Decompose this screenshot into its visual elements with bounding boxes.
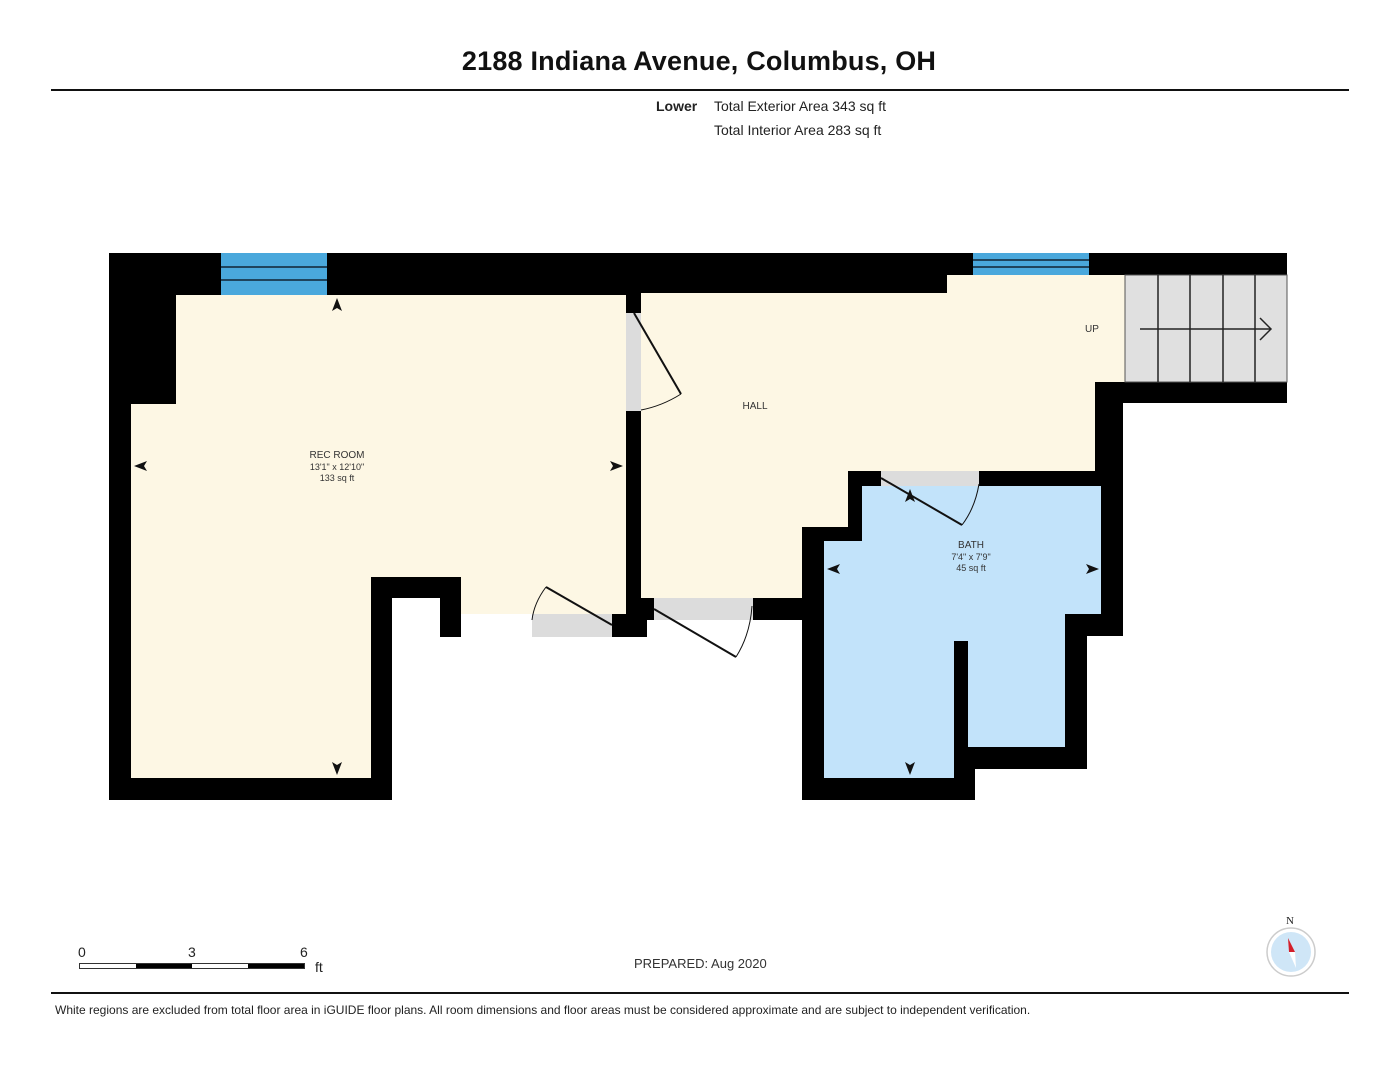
interior-area: Total Interior Area 283 sq ft [714, 122, 882, 138]
prepared-date: PREPARED: Aug 2020 [634, 956, 767, 971]
door-rec-exterior [531, 586, 613, 637]
rec-room-dimensions: 13'1" x 12'10" [310, 462, 364, 472]
rec-room-area: 133 sq ft [320, 473, 355, 483]
compass-icon: N [1266, 915, 1316, 977]
hall-floor [641, 275, 1125, 598]
rec-room-name: REC ROOM [310, 450, 365, 461]
scale-unit: ft [315, 959, 323, 975]
bath-floor [824, 486, 1101, 778]
bath-name: BATH [958, 540, 984, 551]
disclaimer-text: White regions are excluded from total fl… [55, 1003, 1031, 1017]
level-label: Lower [656, 98, 698, 114]
bath-area: 45 sq ft [956, 563, 986, 573]
title-divider [51, 89, 1349, 91]
door-rec-hall [626, 312, 682, 411]
page-title: 2188 Indiana Avenue, Columbus, OH [461, 46, 937, 76]
exterior-area: Total Exterior Area 343 sq ft [714, 98, 886, 114]
bath-dimensions: 7'4" x 7'9" [951, 552, 990, 562]
rec-room-floor [131, 295, 626, 778]
bath-partition [954, 641, 968, 778]
door-hall-exterior [653, 598, 753, 658]
window-rec-room [221, 253, 327, 295]
scale-tick-0: 0 [78, 944, 86, 960]
scale-tick-3: 3 [188, 944, 196, 960]
door-bath [880, 471, 980, 526]
stairs-up-label: UP [1085, 324, 1099, 335]
hall-name: HALL [742, 401, 767, 412]
scale-bar [79, 963, 305, 969]
footer-divider [51, 992, 1349, 994]
staircase [1124, 274, 1288, 383]
dimension-arrows [134, 298, 1099, 775]
compass-north-label: N [1286, 915, 1294, 927]
window-hall [973, 253, 1089, 275]
scale-tick-6: 6 [300, 944, 308, 960]
